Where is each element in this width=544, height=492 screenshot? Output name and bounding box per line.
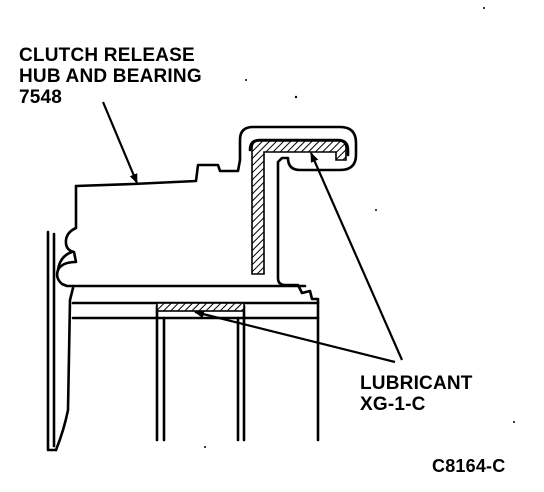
lubricant-hatch-retainer: [251, 140, 347, 275]
hub-label-line-1: CLUTCH RELEASE: [19, 45, 195, 66]
speck: [294, 95, 298, 99]
leader-hub-arrow: [101, 101, 139, 184]
housing-left-wall: [46, 230, 58, 452]
figure-code: C8164-C: [432, 456, 506, 476]
hub-bearing-label: CLUTCH RELEASE HUB AND BEARING 7548: [19, 45, 202, 108]
lubricant-hatch-bore: [156, 302, 245, 312]
leader-lubricant-arrow-2: [194, 310, 396, 364]
lubricant-label: LUBRICANT XG-1-C: [360, 373, 473, 415]
hub-inner-lip: [56, 250, 74, 272]
speck: [204, 446, 206, 448]
speck: [483, 7, 485, 9]
speck: [513, 421, 515, 423]
hub-label-line-3: 7548: [19, 87, 63, 108]
hub-label-line-2: HUB AND BEARING: [19, 66, 202, 87]
hub-left-side: [55, 184, 78, 288]
sleeve-bottom-curve: [54, 286, 75, 452]
leader-lubricant-arrow-1: [309, 152, 404, 361]
hub-body-outline: [74, 125, 358, 442]
speck: [375, 209, 377, 211]
lubricant-label-line-2: XG-1-C: [360, 394, 426, 415]
retainer-inner: [248, 138, 350, 157]
lubricant-label-line-1: LUBRICANT: [360, 373, 473, 394]
speck: [245, 79, 247, 81]
